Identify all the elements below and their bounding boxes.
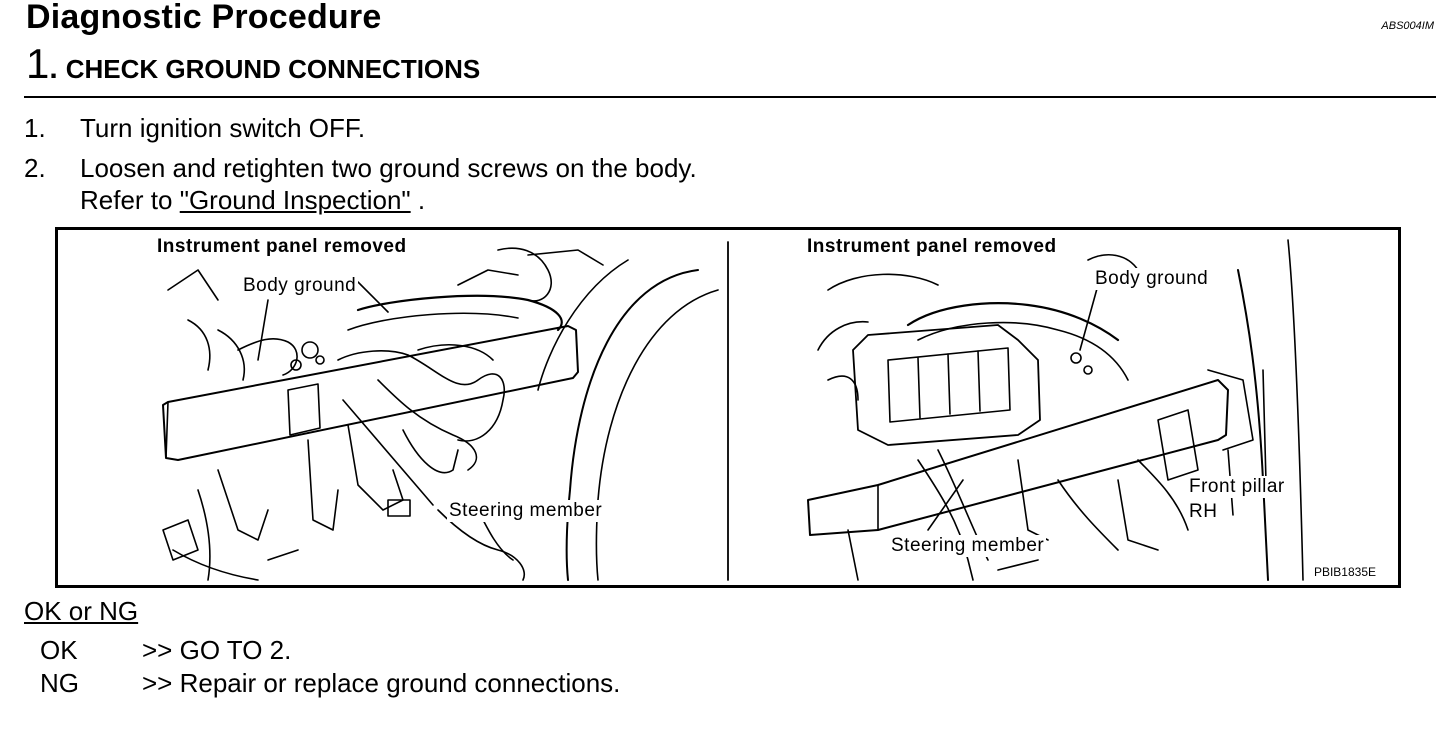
instruction-text: Turn ignition switch OFF. <box>80 113 366 143</box>
divider <box>24 96 1436 98</box>
result-action: >> Repair or replace ground connections. <box>142 668 621 698</box>
instruction-number: 1. <box>24 113 46 143</box>
instruction-item: 1. Turn ignition switch OFF. <box>24 112 697 144</box>
right-steering-member-label: Steering member <box>889 535 1047 557</box>
result-action: >> GO TO 2. <box>142 635 292 665</box>
figure-code: PBIB1835E <box>1313 565 1376 579</box>
front-pillar-label: Front pillar <box>1187 476 1287 498</box>
rh-label: RH <box>1187 501 1220 523</box>
figure-illustration <box>162 239 1304 581</box>
left-body-ground-label: Body ground <box>241 275 359 297</box>
instruction-text: Loosen and retighten two ground screws o… <box>80 153 697 183</box>
result-item-ng: NG >> Repair or replace ground connectio… <box>40 667 620 700</box>
refer-prefix: Refer to <box>80 185 180 215</box>
ground-location-figure: Instrument panel removed Body ground Ste… <box>55 227 1401 588</box>
step-dot: . <box>49 52 58 85</box>
instruction-list: 1. Turn ignition switch OFF. 2. Loosen a… <box>24 112 697 216</box>
left-steering-member-label: Steering member <box>447 500 605 522</box>
refer-suffix: . <box>410 185 426 215</box>
left-caption: Instrument panel removed <box>155 236 409 258</box>
reference-line: Refer to "Ground Inspection" . <box>80 184 697 216</box>
step-heading: 1.CHECK GROUND CONNECTIONS <box>26 40 480 88</box>
instruction-item: 2. Loosen and retighten two ground screw… <box>24 152 697 216</box>
right-body-ground-label: Body ground <box>1093 268 1211 290</box>
instruction-number: 2. <box>24 153 46 183</box>
document-code: ABS004IM <box>1381 20 1434 32</box>
left-panel-drawing <box>162 247 719 581</box>
right-caption: Instrument panel removed <box>805 236 1059 258</box>
step-number: 1 <box>26 40 50 87</box>
result-item-ok: OK >> GO TO 2. <box>40 634 620 667</box>
result-list: OK >> GO TO 2. NG >> Repair or replace g… <box>40 634 620 700</box>
result-heading: OK or NG <box>24 596 139 626</box>
step-title: CHECK GROUND CONNECTIONS <box>65 54 481 84</box>
page-title: Diagnostic Procedure <box>26 0 382 36</box>
ground-inspection-link[interactable]: "Ground Inspection" <box>179 185 411 215</box>
result-key: OK <box>40 635 78 665</box>
right-panel-drawing <box>807 239 1304 581</box>
result-key: NG <box>40 668 79 698</box>
